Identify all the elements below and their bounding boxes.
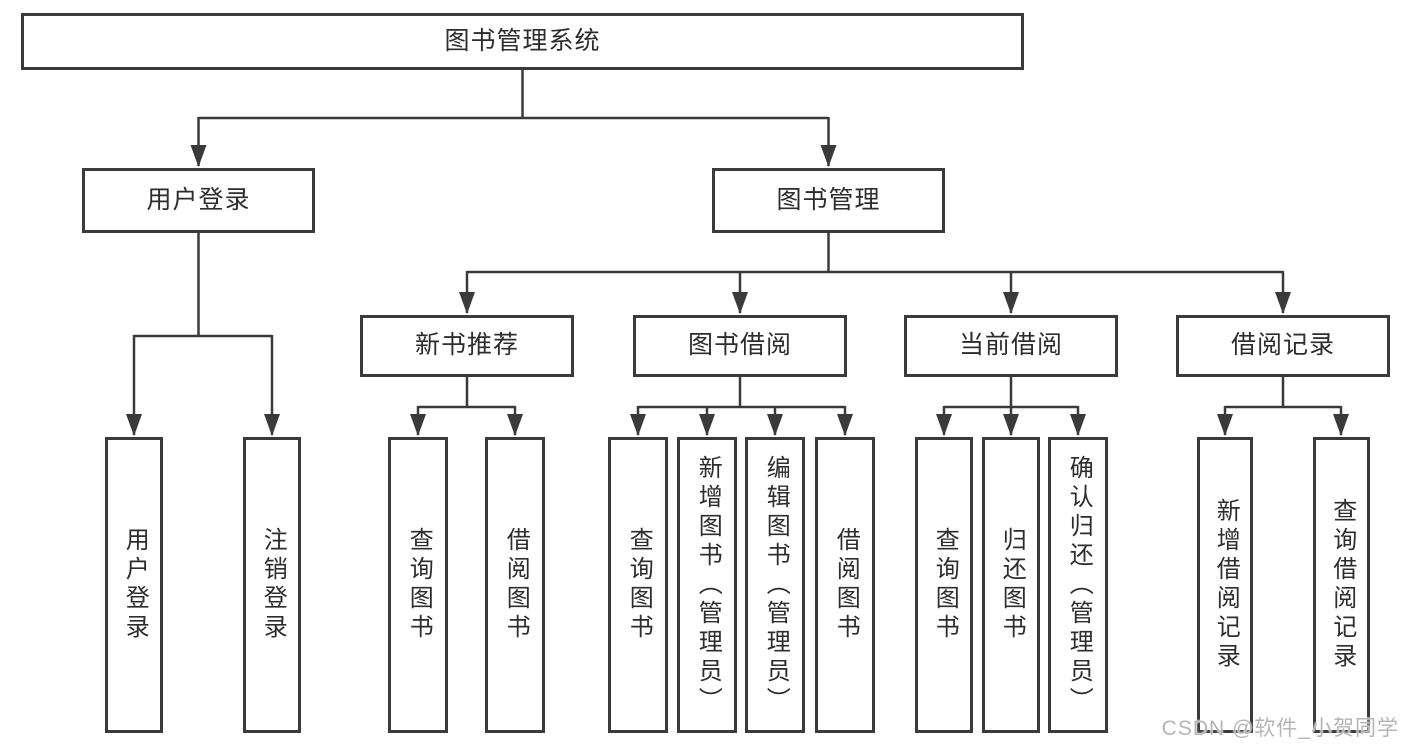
leaf-br-add-record: 新增借阅记录 xyxy=(1197,437,1253,733)
leaf-nb-query-books: 查询图书 xyxy=(388,437,448,733)
leaf-bb-borrow-books: 借阅图书 xyxy=(815,437,875,733)
node-user-login-group: 用户登录 xyxy=(82,168,315,233)
node-new-book-recommend: 新书推荐 xyxy=(360,315,574,377)
leaf-nb-borrow-books: 借阅图书 xyxy=(485,437,545,733)
leaf-logout: 注销登录 xyxy=(243,437,301,733)
node-book-borrowing: 图书借阅 xyxy=(633,315,847,377)
leaf-cb-confirm-return-admin: 确认归还（管理员） xyxy=(1048,437,1108,733)
node-root: 图书管理系统 xyxy=(21,13,1024,70)
csdn-watermark: CSDN @软件_小贺同学 xyxy=(1161,717,1399,740)
leaf-br-query-record: 查询借阅记录 xyxy=(1313,437,1370,733)
leaf-bb-query-books: 查询图书 xyxy=(608,437,668,733)
leaf-bb-add-book-admin: 新增图书（管理员） xyxy=(677,437,737,733)
leaf-bb-edit-book-admin: 编辑图书（管理员） xyxy=(745,437,805,733)
node-book-management: 图书管理 xyxy=(712,168,945,233)
leaf-user-login: 用户登录 xyxy=(105,437,163,733)
leaf-cb-query-books: 查询图书 xyxy=(915,437,973,733)
node-current-borrowing: 当前借阅 xyxy=(904,315,1118,377)
leaf-cb-return-books: 归还图书 xyxy=(982,437,1040,733)
node-borrowing-records: 借阅记录 xyxy=(1176,315,1390,377)
